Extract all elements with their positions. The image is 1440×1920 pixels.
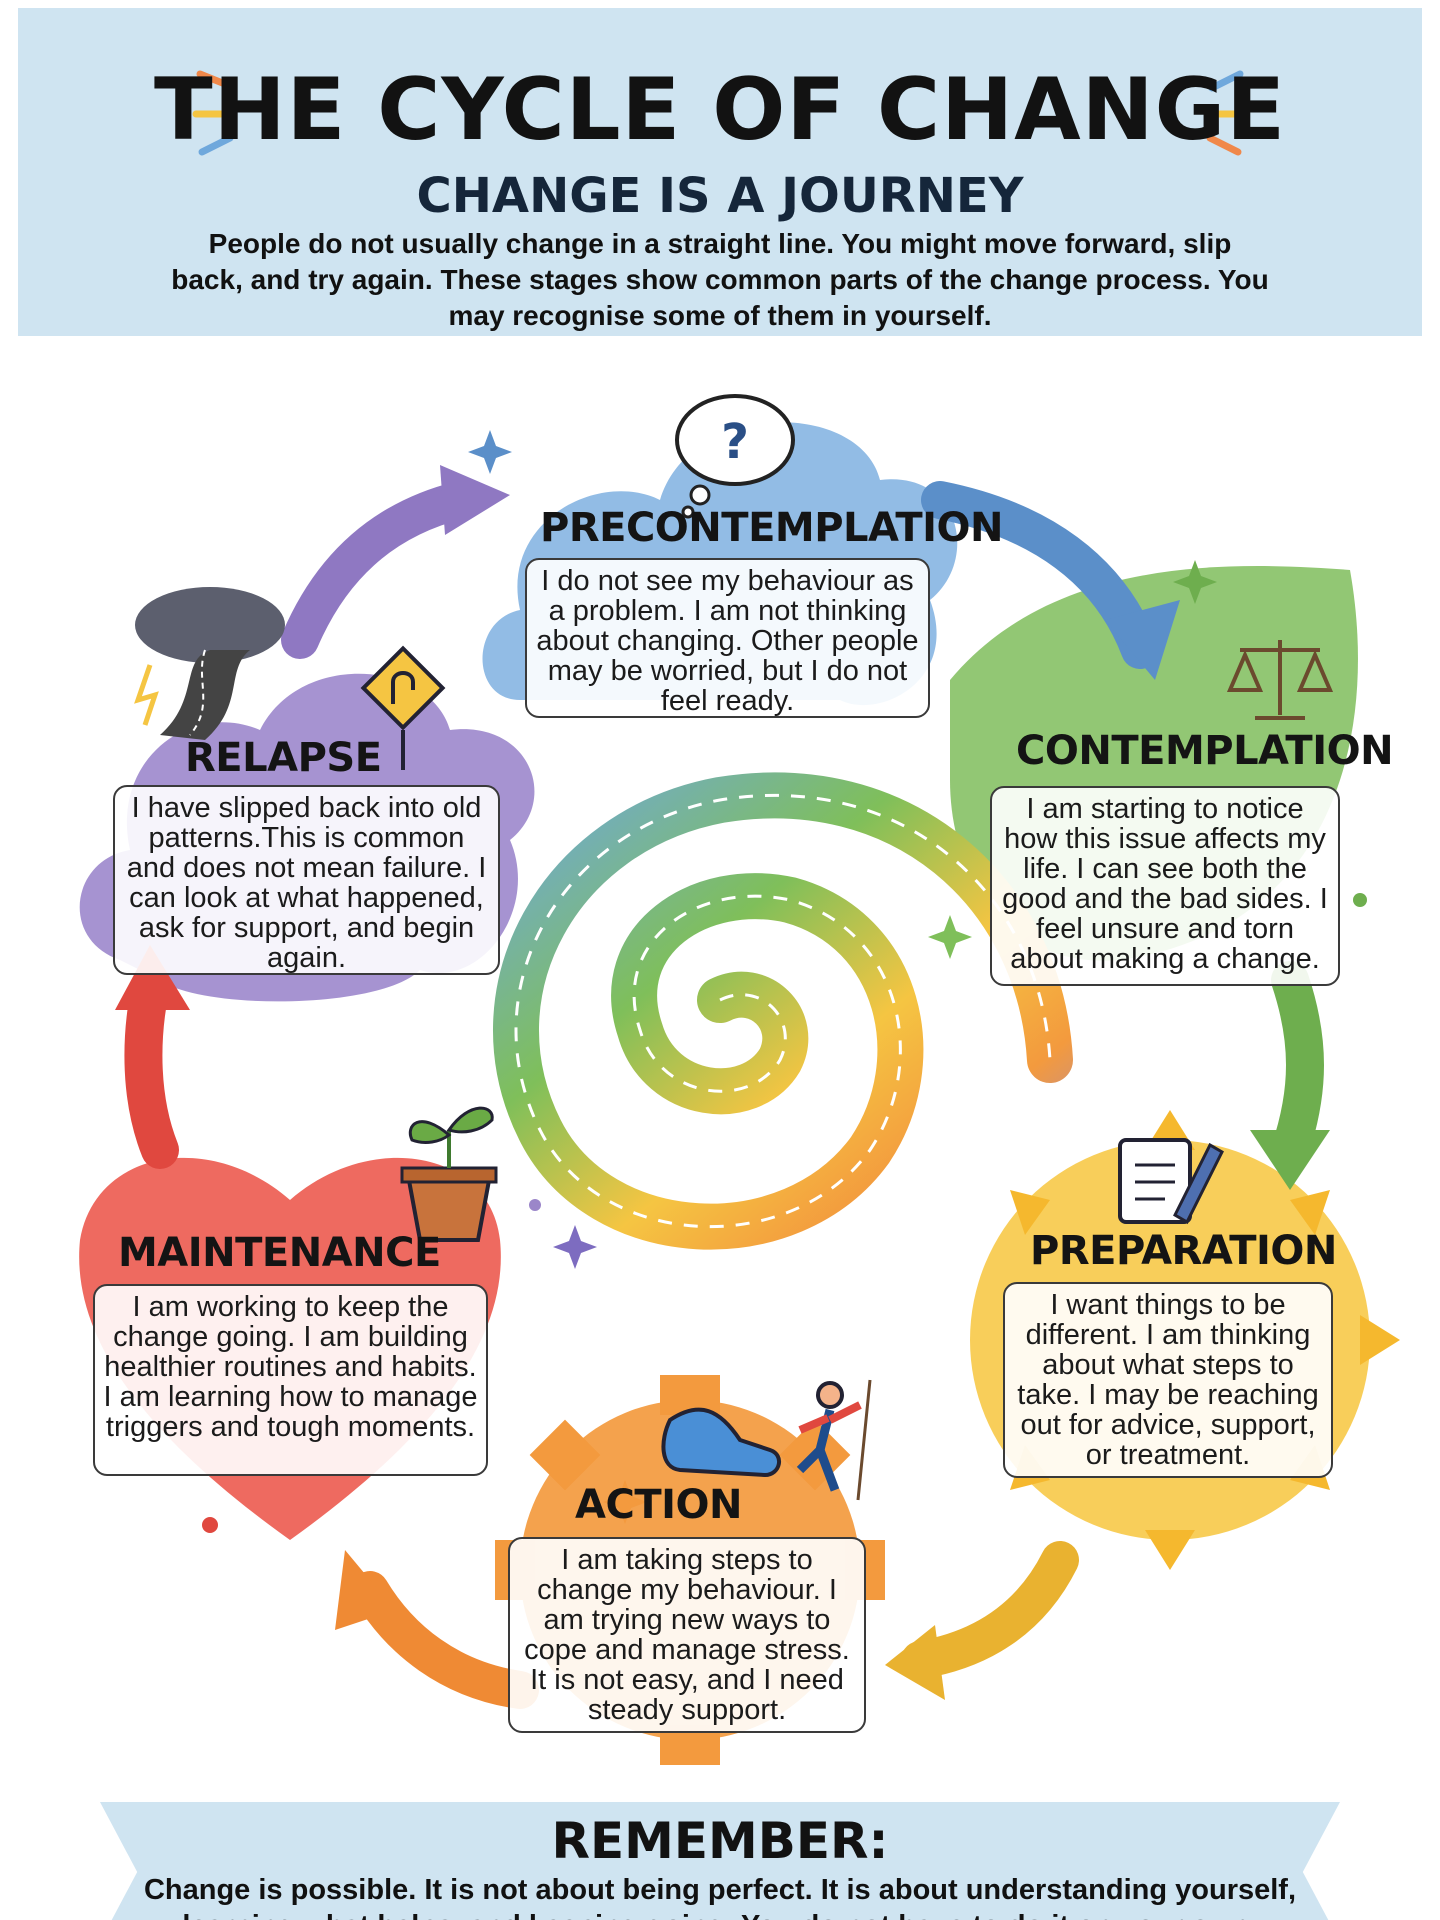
scales-icon bbox=[1226, 640, 1334, 720]
contemplation-text: I am starting to notice how this issue a… bbox=[990, 786, 1340, 986]
precontemplation-title: PRECONTEMPLATION bbox=[540, 505, 1004, 551]
remember-banner bbox=[100, 1802, 1340, 1920]
header-band bbox=[18, 8, 1422, 336]
maintenance-text: I am working to keep the change going. I… bbox=[93, 1284, 488, 1476]
notepad-pencil-icon bbox=[1118, 1138, 1224, 1225]
remember-text: Change is possible. It is not about bein… bbox=[143, 1874, 1297, 1920]
action-text: I am taking steps to change my behaviour… bbox=[508, 1537, 866, 1733]
contemplation-title: CONTEMPLATION bbox=[1016, 728, 1394, 774]
plant-pot-icon bbox=[400, 1106, 498, 1242]
climber-icon bbox=[796, 1379, 872, 1501]
page-title: THE CYCLE OF CHANGE bbox=[153, 60, 1286, 160]
decorative-sparkles bbox=[202, 430, 1367, 1533]
right-sparkle-lines bbox=[1204, 70, 1250, 156]
relapse-title: RELAPSE bbox=[185, 735, 382, 781]
arrow-heads bbox=[115, 465, 1330, 1700]
preparation-title: PREPARATION bbox=[1030, 1228, 1337, 1274]
intro-text: People do not usually change in a straig… bbox=[171, 228, 1269, 331]
page-subtitle: CHANGE IS A JOURNEY bbox=[416, 168, 1024, 224]
central-spiral bbox=[493, 772, 1073, 1250]
question-thought-icon: ? bbox=[675, 394, 795, 519]
action-title: ACTION bbox=[575, 1482, 742, 1528]
preparation-text: I want things to be different. I am thin… bbox=[1003, 1282, 1333, 1478]
precontemplation-text: I do not see my behaviour as a problem. … bbox=[525, 558, 930, 718]
relapse-text: I have slipped back into old patterns.Th… bbox=[113, 785, 500, 975]
remember-title: REMEMBER: bbox=[551, 1812, 889, 1870]
storm-road-icon bbox=[134, 587, 285, 740]
u-turn-sign-icon bbox=[360, 645, 446, 770]
maintenance-title: MAINTENANCE bbox=[118, 1230, 441, 1276]
left-sparkle-lines bbox=[192, 70, 238, 156]
svg-text:?: ? bbox=[721, 414, 749, 470]
sneaker-icon bbox=[661, 1407, 781, 1478]
